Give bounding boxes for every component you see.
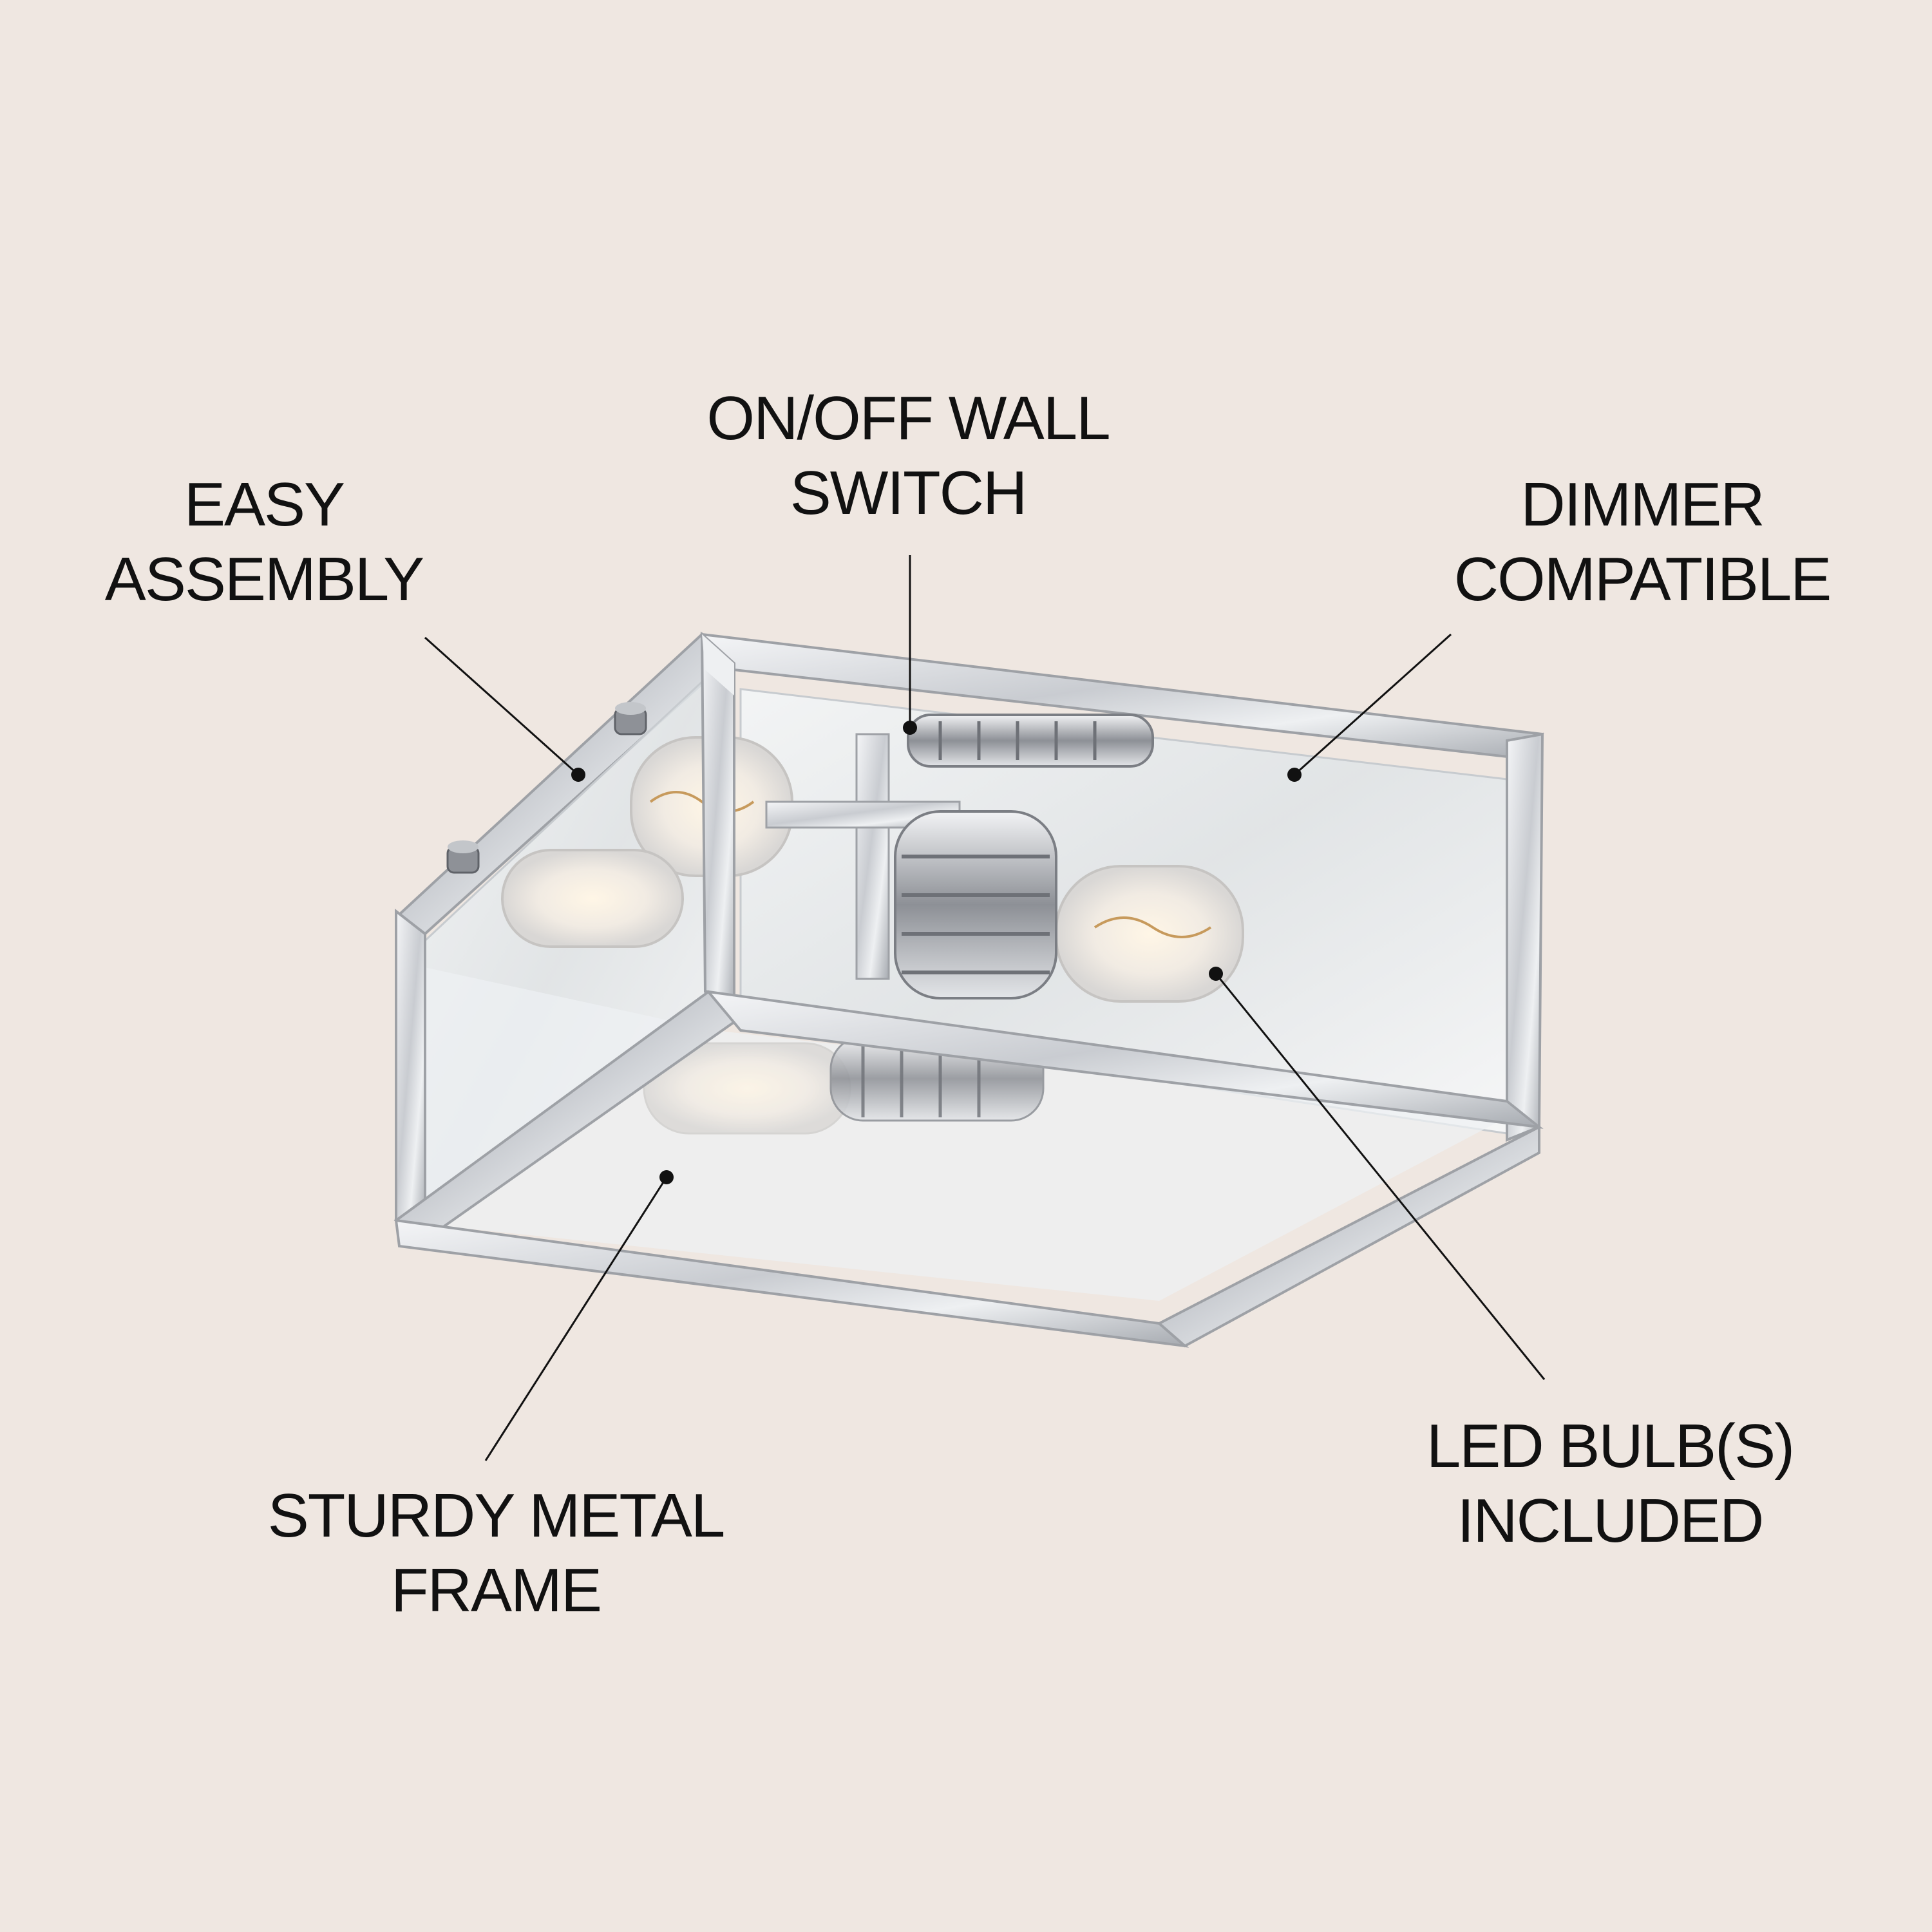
feature-line: STURDY METAL: [267, 1481, 726, 1550]
callout-frame: [484, 1170, 674, 1461]
frame-bottom-far: [1157, 1124, 1540, 1348]
feature-line: ON/OFF WALL: [706, 384, 1110, 453]
frame-post-front: [700, 631, 735, 1021]
screw-top: [614, 702, 647, 735]
callout-wall-switch: [903, 555, 917, 735]
feature-label-frame: STURDY METAL FRAME: [238, 1479, 753, 1628]
callout-easy-assembly: [424, 636, 585, 782]
feature-label-bulbs: LED BULB(S) INCLUDED: [1397, 1409, 1823, 1558]
feature-line: ASSEMBLY: [104, 545, 424, 614]
socket-back: [907, 714, 1154, 768]
feature-label-dimmer: DIMMER COMPATIBLE: [1404, 468, 1880, 617]
center-bracket: [855, 733, 890, 980]
feature-label-easy-assembly: EASY ASSEMBLY: [84, 468, 444, 617]
screw-bottom: [446, 840, 480, 874]
feature-label-wall-switch: ON/OFF WALL SWITCH: [683, 381, 1133, 531]
feature-line: LED BULB(S): [1426, 1412, 1795, 1481]
feature-line: SWITCH: [790, 459, 1028, 527]
feature-line: INCLUDED: [1457, 1486, 1765, 1555]
bulb-left: [501, 849, 684, 948]
socket-main: [894, 810, 1057, 999]
callout-dimmer: [1287, 633, 1452, 782]
feature-line: FRAME: [391, 1556, 602, 1625]
callout-bulbs: [1209, 967, 1546, 1380]
frame-post-left: [395, 908, 426, 1242]
feature-line: DIMMER: [1520, 470, 1765, 539]
feature-line: EASY: [184, 470, 345, 539]
bulb-front-right: [1055, 865, 1244, 1003]
feature-line: COMPATIBLE: [1454, 545, 1832, 614]
frame-post-right: [1506, 732, 1544, 1142]
